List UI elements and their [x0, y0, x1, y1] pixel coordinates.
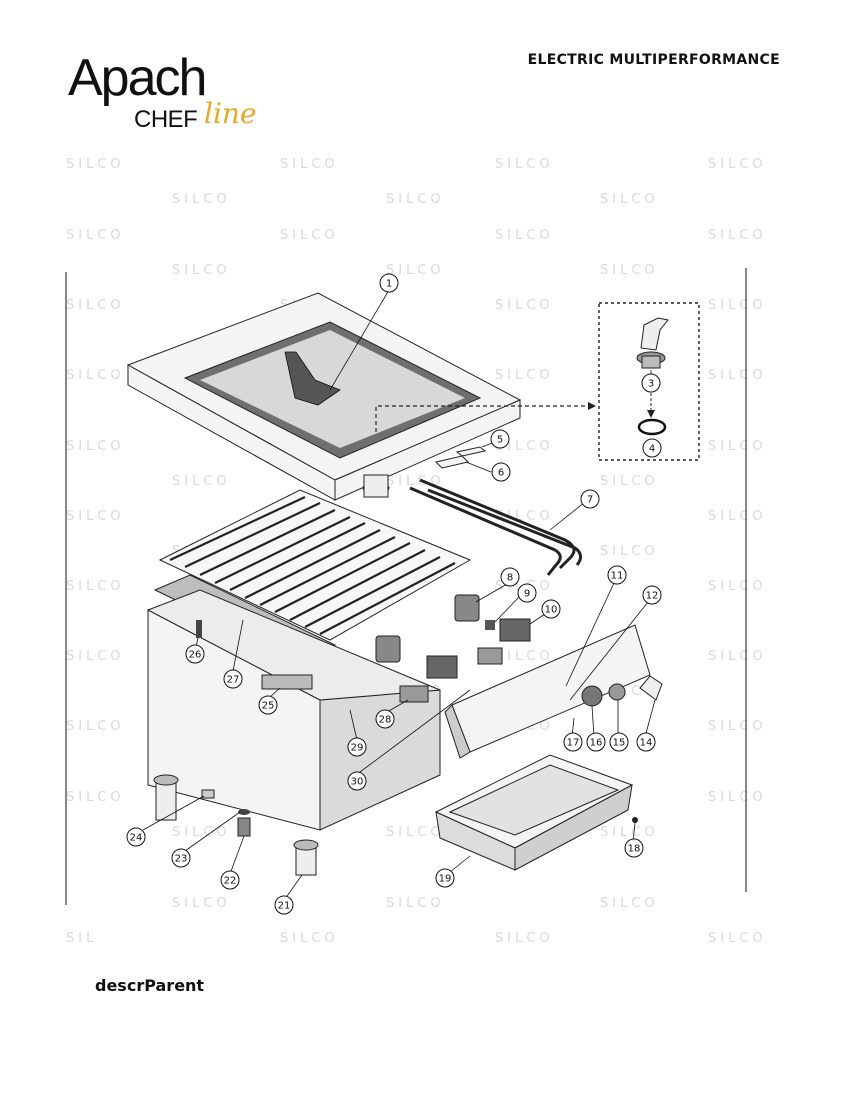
callout-label: 3: [648, 379, 654, 390]
top-pan-part: [126, 292, 522, 501]
callout-30: 30: [347, 771, 367, 791]
callout-label: 6: [498, 468, 504, 479]
screw-part-18: [632, 817, 638, 823]
callout-label: 4: [649, 444, 655, 455]
callout-label: 12: [646, 591, 659, 602]
callout-28: 28: [375, 709, 395, 729]
callout-10: 10: [541, 599, 561, 619]
logo-script-text: line: [204, 97, 257, 130]
brand-logo: Apach CHEF line: [64, 52, 274, 142]
callout-7: 7: [580, 489, 600, 509]
callout-26: 26: [185, 644, 205, 664]
relay-part: [477, 647, 503, 665]
grill-element-assembly: [158, 489, 472, 641]
foot-part-24: [155, 779, 177, 821]
detail-dashed-pointer: [375, 405, 590, 432]
callout-label: 26: [189, 650, 202, 661]
callout-label: 24: [130, 833, 143, 844]
callout-24: 24: [126, 827, 146, 847]
callout-6: 6: [491, 462, 511, 482]
callout-15: 15: [609, 732, 629, 752]
callout-9: 9: [517, 583, 537, 603]
callout-label: 17: [567, 738, 580, 749]
nut-part-22: [237, 817, 251, 837]
callout-label: 30: [351, 777, 364, 788]
thermostat-part-8: [454, 594, 480, 622]
callout-label: 10: [545, 605, 558, 616]
callout-22: 22: [220, 870, 240, 890]
callout-4: 4: [642, 438, 662, 458]
washer-part-23: [238, 809, 250, 815]
callout-label: 8: [507, 573, 513, 584]
callout-25: 25: [258, 695, 278, 715]
thermostat-bulb-part: [196, 620, 202, 638]
callout-layer: 1 3 4 5 6 7 89 10 11 12 14 15 16 17 18 19 21 22 23 24 25 26 27…: [126, 273, 662, 915]
clip-part-6: [435, 455, 469, 469]
thermostat-part-left: [375, 635, 401, 663]
callout-16: 16: [586, 732, 606, 752]
callout-18: 18: [624, 838, 644, 858]
callout-label: 11: [611, 571, 624, 582]
detail-arrow-head: [588, 402, 596, 410]
switch-part-10: [499, 618, 531, 642]
gastronorm-pan-part: [434, 754, 634, 871]
connector-part-9: [485, 620, 495, 630]
callout-21: 21: [274, 895, 294, 915]
callout-label: 1: [386, 279, 392, 290]
callout-label: 5: [497, 435, 503, 446]
callout-label: 9: [524, 589, 530, 600]
callout-label: 21: [278, 901, 291, 912]
heating-element-part: [409, 478, 582, 576]
drain-plug-part: [636, 317, 669, 369]
clip-part-24b: [201, 789, 215, 799]
terminal-block-part: [261, 674, 313, 690]
control-panel-part: [444, 624, 663, 759]
callout-label: 23: [175, 854, 188, 865]
callout-19: 19: [435, 868, 455, 888]
callout-label: 14: [640, 738, 653, 749]
callout-label: 7: [587, 495, 593, 506]
callout-label: 15: [613, 738, 626, 749]
logo-brand-text: Apach: [68, 49, 207, 107]
callout-label: 19: [439, 874, 452, 885]
cabinet-body: [146, 589, 441, 831]
callout-label: 29: [351, 743, 364, 754]
callout-27: 27: [223, 669, 243, 689]
footer-description-label: descrParent: [95, 976, 205, 995]
callout-label: 25: [262, 701, 275, 712]
callout-3: 3: [641, 373, 661, 393]
relay-part-28: [399, 685, 429, 703]
callout-5: 5: [490, 429, 510, 449]
logo-sub-text: CHEF: [134, 106, 198, 133]
document-title: ELECTRIC MULTIPERFORMANCE: [527, 52, 780, 68]
callout-14: 14: [636, 732, 656, 752]
callout-label: 16: [590, 738, 603, 749]
callout-label: 28: [379, 715, 392, 726]
callout-23: 23: [171, 848, 191, 868]
callout-1: 1: [379, 273, 399, 293]
callout-12: 12: [642, 585, 662, 605]
callout-8: 8: [500, 567, 520, 587]
leader-lines: [142, 289, 656, 900]
switch-part-center: [426, 655, 458, 679]
detail-inset-box: [598, 302, 700, 461]
callout-label: 27: [227, 675, 240, 686]
callout-11: 11: [607, 565, 627, 585]
callout-label: 22: [224, 876, 237, 887]
callout-29: 29: [347, 737, 367, 757]
clip-part-5: [455, 446, 487, 457]
o-ring-part: [637, 418, 667, 436]
callout-17: 17: [563, 732, 583, 752]
callout-label: 18: [628, 844, 641, 855]
